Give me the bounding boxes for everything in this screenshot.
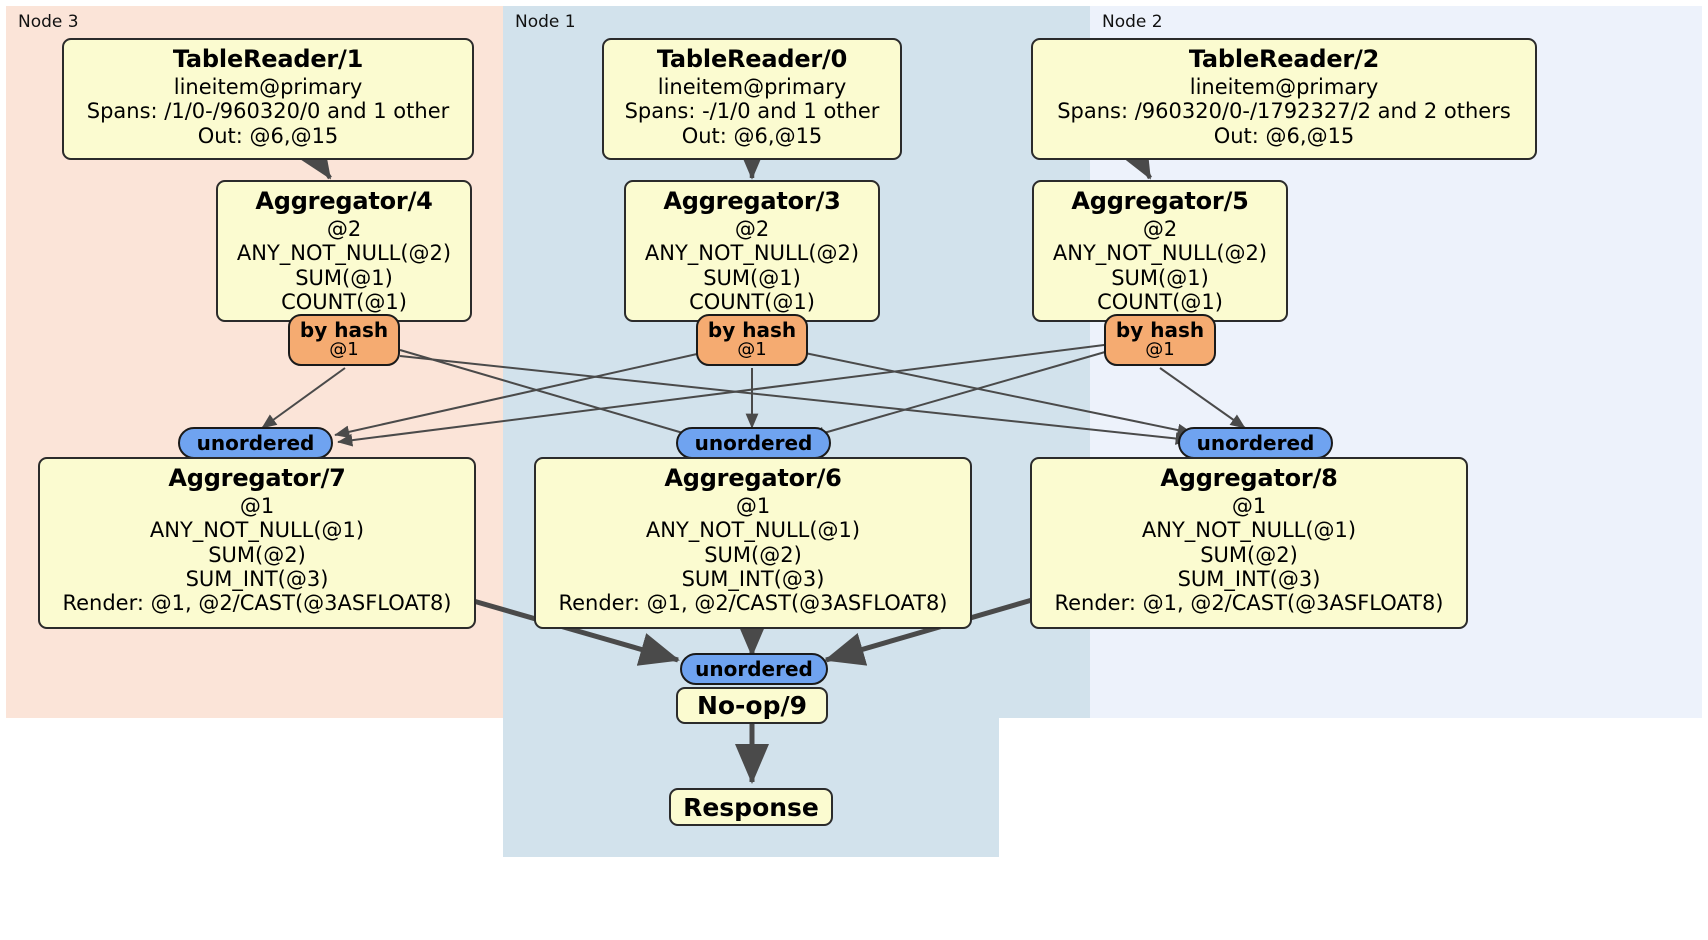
processor-line: lineitem@primary	[173, 74, 363, 99]
processor-title: Aggregator/5	[1071, 187, 1249, 215]
router-column: @1	[329, 339, 359, 360]
processor-line: Spans: /960320/0-/1792327/2 and 2 others	[1057, 99, 1511, 124]
processor-title: Aggregator/8	[1160, 464, 1338, 492]
processor-line: Render: @1, @2/CAST(@3ASFLOAT8)	[1054, 591, 1444, 616]
processor-line: Out: @6,@15	[1213, 123, 1355, 148]
processor-line: @2	[734, 216, 770, 241]
processor-line: @2	[1142, 216, 1178, 241]
processor-line: Spans: /1/0-/960320/0 and 1 other	[86, 99, 450, 124]
processor-line: COUNT(@1)	[689, 289, 815, 314]
processor-line: ANY_NOT_NULL(@2)	[236, 241, 452, 266]
processor-line: SUM(@1)	[295, 265, 393, 290]
router-label: by hash	[707, 318, 797, 342]
processor-line: lineitem@primary	[657, 74, 847, 99]
processor-line: SUM_INT(@3)	[185, 566, 329, 591]
synchronizer-unordered-final[interactable]: unordered	[680, 653, 828, 685]
router-by-hash-left[interactable]: by hash @1	[288, 314, 400, 366]
processor-line: Spans: -/1/0 and 1 other	[624, 99, 880, 124]
processor-line: SUM(@1)	[703, 265, 801, 290]
processor-line: @1	[735, 493, 771, 518]
processor-line: SUM(@2)	[1200, 542, 1298, 567]
synchronizer-label: unordered	[694, 430, 813, 455]
processor-aggregator-7[interactable]: Aggregator/7 @1 ANY_NOT_NULL(@1) SUM(@2)…	[38, 457, 476, 629]
processor-line: SUM(@1)	[1111, 265, 1209, 290]
processor-line: lineitem@primary	[1189, 74, 1379, 99]
node-label-node3: Node 3	[18, 12, 79, 32]
processor-line: @1	[1231, 493, 1267, 518]
processor-line: Out: @6,@15	[681, 123, 823, 148]
processor-title: No-op/9	[696, 691, 808, 720]
processor-line: Render: @1, @2/CAST(@3ASFLOAT8)	[558, 591, 948, 616]
processor-table-reader-0[interactable]: TableReader/0 lineitem@primary Spans: -/…	[602, 38, 902, 160]
processor-no-op-9[interactable]: No-op/9	[676, 687, 828, 724]
processor-aggregator-8[interactable]: Aggregator/8 @1 ANY_NOT_NULL(@1) SUM(@2)…	[1030, 457, 1468, 629]
router-column: @1	[737, 339, 767, 360]
node-label-node1: Node 1	[515, 12, 576, 32]
router-label: by hash	[1115, 318, 1205, 342]
synchronizer-unordered-left[interactable]: unordered	[178, 427, 333, 459]
synchronizer-unordered-right[interactable]: unordered	[1178, 427, 1333, 459]
router-by-hash-mid[interactable]: by hash @1	[696, 314, 808, 366]
processor-title: Aggregator/6	[664, 464, 842, 492]
processor-line: SUM(@2)	[704, 542, 802, 567]
processor-title: Aggregator/4	[255, 187, 433, 215]
processor-line: SUM(@2)	[208, 542, 306, 567]
processor-table-reader-1[interactable]: TableReader/1 lineitem@primary Spans: /1…	[62, 38, 474, 160]
processor-line: COUNT(@1)	[281, 289, 407, 314]
processor-line: ANY_NOT_NULL(@2)	[1052, 241, 1268, 266]
synchronizer-unordered-mid[interactable]: unordered	[676, 427, 831, 459]
processor-line: SUM_INT(@3)	[1177, 566, 1321, 591]
processor-line: ANY_NOT_NULL(@1)	[1141, 518, 1357, 543]
processor-response[interactable]: Response	[669, 788, 833, 826]
processor-line: Out: @6,@15	[197, 123, 339, 148]
router-column: @1	[1145, 339, 1175, 360]
processor-line: SUM_INT(@3)	[681, 566, 825, 591]
processor-aggregator-3[interactable]: Aggregator/3 @2 ANY_NOT_NULL(@2) SUM(@1)…	[624, 180, 880, 322]
router-label: by hash	[299, 318, 389, 342]
processor-table-reader-2[interactable]: TableReader/2 lineitem@primary Spans: /9…	[1031, 38, 1537, 160]
processor-line: ANY_NOT_NULL(@1)	[149, 518, 365, 543]
processor-line: @2	[326, 216, 362, 241]
processor-aggregator-4[interactable]: Aggregator/4 @2 ANY_NOT_NULL(@2) SUM(@1)…	[216, 180, 472, 322]
processor-aggregator-6[interactable]: Aggregator/6 @1 ANY_NOT_NULL(@1) SUM(@2)…	[534, 457, 972, 629]
processor-title: Response	[683, 792, 819, 822]
synchronizer-label: unordered	[1196, 430, 1315, 455]
processor-line: Render: @1, @2/CAST(@3ASFLOAT8)	[62, 591, 452, 616]
processor-title: TableReader/0	[656, 45, 848, 73]
processor-title: TableReader/2	[1188, 45, 1380, 73]
processor-title: Aggregator/3	[663, 187, 841, 215]
processor-line: @1	[239, 493, 275, 518]
processor-line: COUNT(@1)	[1097, 289, 1223, 314]
processor-line: ANY_NOT_NULL(@2)	[644, 241, 860, 266]
node-label-node2: Node 2	[1102, 12, 1163, 32]
synchronizer-label: unordered	[196, 430, 315, 455]
processor-title: TableReader/1	[172, 45, 364, 73]
processor-title: Aggregator/7	[168, 464, 346, 492]
processor-aggregator-5[interactable]: Aggregator/5 @2 ANY_NOT_NULL(@2) SUM(@1)…	[1032, 180, 1288, 322]
processor-line: ANY_NOT_NULL(@1)	[645, 518, 861, 543]
router-by-hash-right[interactable]: by hash @1	[1104, 314, 1216, 366]
synchronizer-label: unordered	[695, 656, 813, 681]
